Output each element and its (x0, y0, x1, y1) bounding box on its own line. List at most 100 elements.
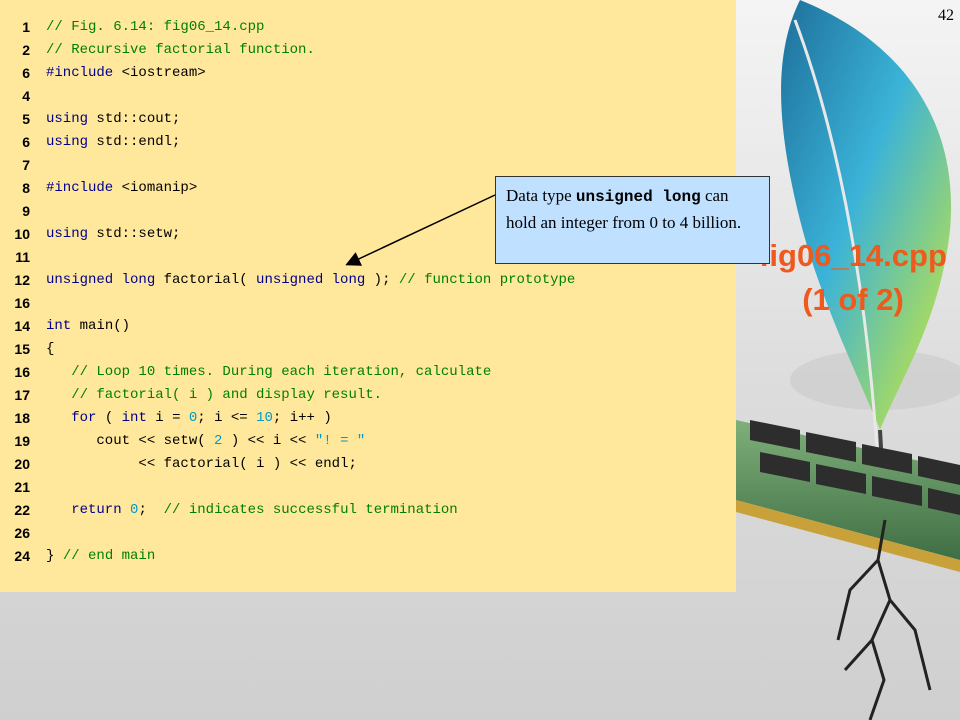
code-line: 24} // end main (0, 545, 736, 568)
slide-number: 42 (938, 7, 954, 24)
code-text: #include <iostream> (46, 62, 206, 85)
code-line: 10 using std::setw; (0, 223, 736, 246)
code-token: "! = " (314, 433, 366, 449)
line-number: 6 (22, 134, 30, 150)
code-line: 19 cout << setw( 2 ) << i << "! = " (0, 430, 736, 453)
code-line: 21 (0, 476, 736, 499)
side-title: fig06_14.cpp (1 of 2) (759, 238, 947, 317)
line-number: 11 (15, 249, 30, 265)
code-token: #include (46, 65, 114, 81)
code-text: << factorial( i ) << endl; (46, 453, 357, 476)
code-text: for ( int i = 0; i <= 10; i++ ) (46, 407, 332, 430)
code-token: ); (365, 272, 399, 288)
code-line: 12 unsigned long factorial( unsigned long… (0, 269, 736, 292)
code-token: <iostream> (113, 65, 206, 81)
code-token: ; i <= (197, 410, 257, 426)
code-line: 20 << factorial( i ) << endl; (0, 453, 736, 476)
code-token: // Loop 10 times. During each iteration,… (46, 364, 492, 380)
code-line: 4 (0, 85, 736, 108)
code-token: int (121, 410, 147, 426)
line-number: 10 (14, 226, 30, 242)
code-token: cout << setw( (46, 433, 215, 449)
code-token: // factorial( i ) and display result. (46, 387, 383, 403)
code-token: { (46, 341, 55, 357)
code-text: unsigned long factorial( unsigned long )… (46, 269, 575, 292)
line-number: 12 (14, 272, 30, 288)
code-token: // Recursive factorial function. (46, 42, 315, 58)
code-token (122, 502, 130, 518)
code-line: 2 // Recursive factorial function. (0, 39, 736, 62)
callout-rest: can hold an integer from 0 to 4 billion. (506, 186, 742, 232)
code-line: 26 (0, 522, 736, 545)
line-number: 26 (14, 525, 30, 541)
code-line: 7 (0, 154, 736, 177)
code-line: 11 (0, 246, 736, 269)
line-number: 14 (14, 318, 30, 334)
code-token: << factorial( i ) << endl; (46, 456, 357, 472)
code-token: // function prototype (398, 272, 576, 288)
code-token: 0 (188, 410, 198, 426)
code-line: 8 #include <iomanip> (0, 177, 736, 200)
code-token: using (46, 134, 89, 150)
code-token: int (46, 318, 72, 334)
code-listing: 1 // Fig. 6.14: fig06_14.cpp 2 // Recursive… (0, 0, 736, 592)
line-number: 20 (14, 456, 30, 472)
code-token: <iomanip> (113, 180, 198, 196)
code-token: ( (96, 410, 122, 426)
code-token: // end main (62, 548, 156, 564)
callout-note: Data type unsigned long can hold an inte… (495, 176, 770, 264)
line-number: 16 (14, 364, 30, 380)
line-number: 1 (22, 19, 30, 35)
code-token: #include (46, 180, 114, 196)
line-number: 4 (22, 88, 30, 104)
code-token: 10 (256, 410, 273, 426)
line-number: 6 (22, 65, 30, 81)
code-token: ) << i << (222, 433, 315, 449)
code-text: // Fig. 6.14: fig06_14.cpp (46, 16, 264, 39)
line-number: 9 (22, 203, 30, 219)
code-line: 16 (0, 292, 736, 315)
code-text: // Recursive factorial function. (46, 39, 315, 62)
code-text: int main() (46, 315, 130, 338)
code-token: std::endl; (88, 134, 181, 150)
code-line: 5 using std::cout; (0, 108, 736, 131)
code-token: unsigned long (256, 272, 366, 288)
line-number: 24 (14, 548, 30, 564)
code-text: cout << setw( 2 ) << i << "! = " (46, 430, 365, 453)
code-text: // factorial( i ) and display result. (46, 384, 382, 407)
code-line: 18 for ( int i = 0; i <= 10; i++ ) (0, 407, 736, 430)
code-text: { (46, 338, 54, 361)
code-token: factorial( (155, 272, 257, 288)
callout-type-name: unsigned long (575, 188, 701, 206)
code-line: 14 int main() (0, 315, 736, 338)
code-token: // indicates successful termination (163, 502, 458, 518)
line-number: 21 (14, 479, 30, 495)
code-token: main() (71, 318, 131, 334)
line-number: 5 (22, 111, 30, 127)
code-line: 22 return 0; // indicates successful ter… (0, 499, 736, 522)
line-number: 7 (22, 157, 30, 173)
code-line: 1 // Fig. 6.14: fig06_14.cpp (0, 16, 736, 39)
line-number: 17 (14, 387, 30, 403)
code-text: using std::setw; (46, 223, 180, 246)
code-text: } // end main (46, 545, 155, 568)
code-text: #include <iomanip> (46, 177, 197, 200)
code-token: return (46, 502, 122, 518)
code-line: 17 // factorial( i ) and display result. (0, 384, 736, 407)
line-number: 22 (14, 502, 30, 518)
line-number: 2 (22, 42, 30, 58)
code-text: using std::cout; (46, 108, 180, 131)
line-number: 16 (14, 295, 30, 311)
ground-crack-illustration (836, 519, 932, 720)
code-token: 0 (130, 502, 139, 518)
code-token: std::cout; (88, 111, 181, 127)
code-token: unsigned long (46, 272, 156, 288)
code-token: std::setw; (88, 226, 181, 242)
line-number: 8 (22, 180, 30, 196)
code-token: using (46, 226, 89, 242)
code-token: 2 (214, 433, 223, 449)
code-token: } (46, 548, 63, 564)
line-number: 18 (14, 410, 30, 426)
code-line: 6 #include <iostream> (0, 62, 736, 85)
